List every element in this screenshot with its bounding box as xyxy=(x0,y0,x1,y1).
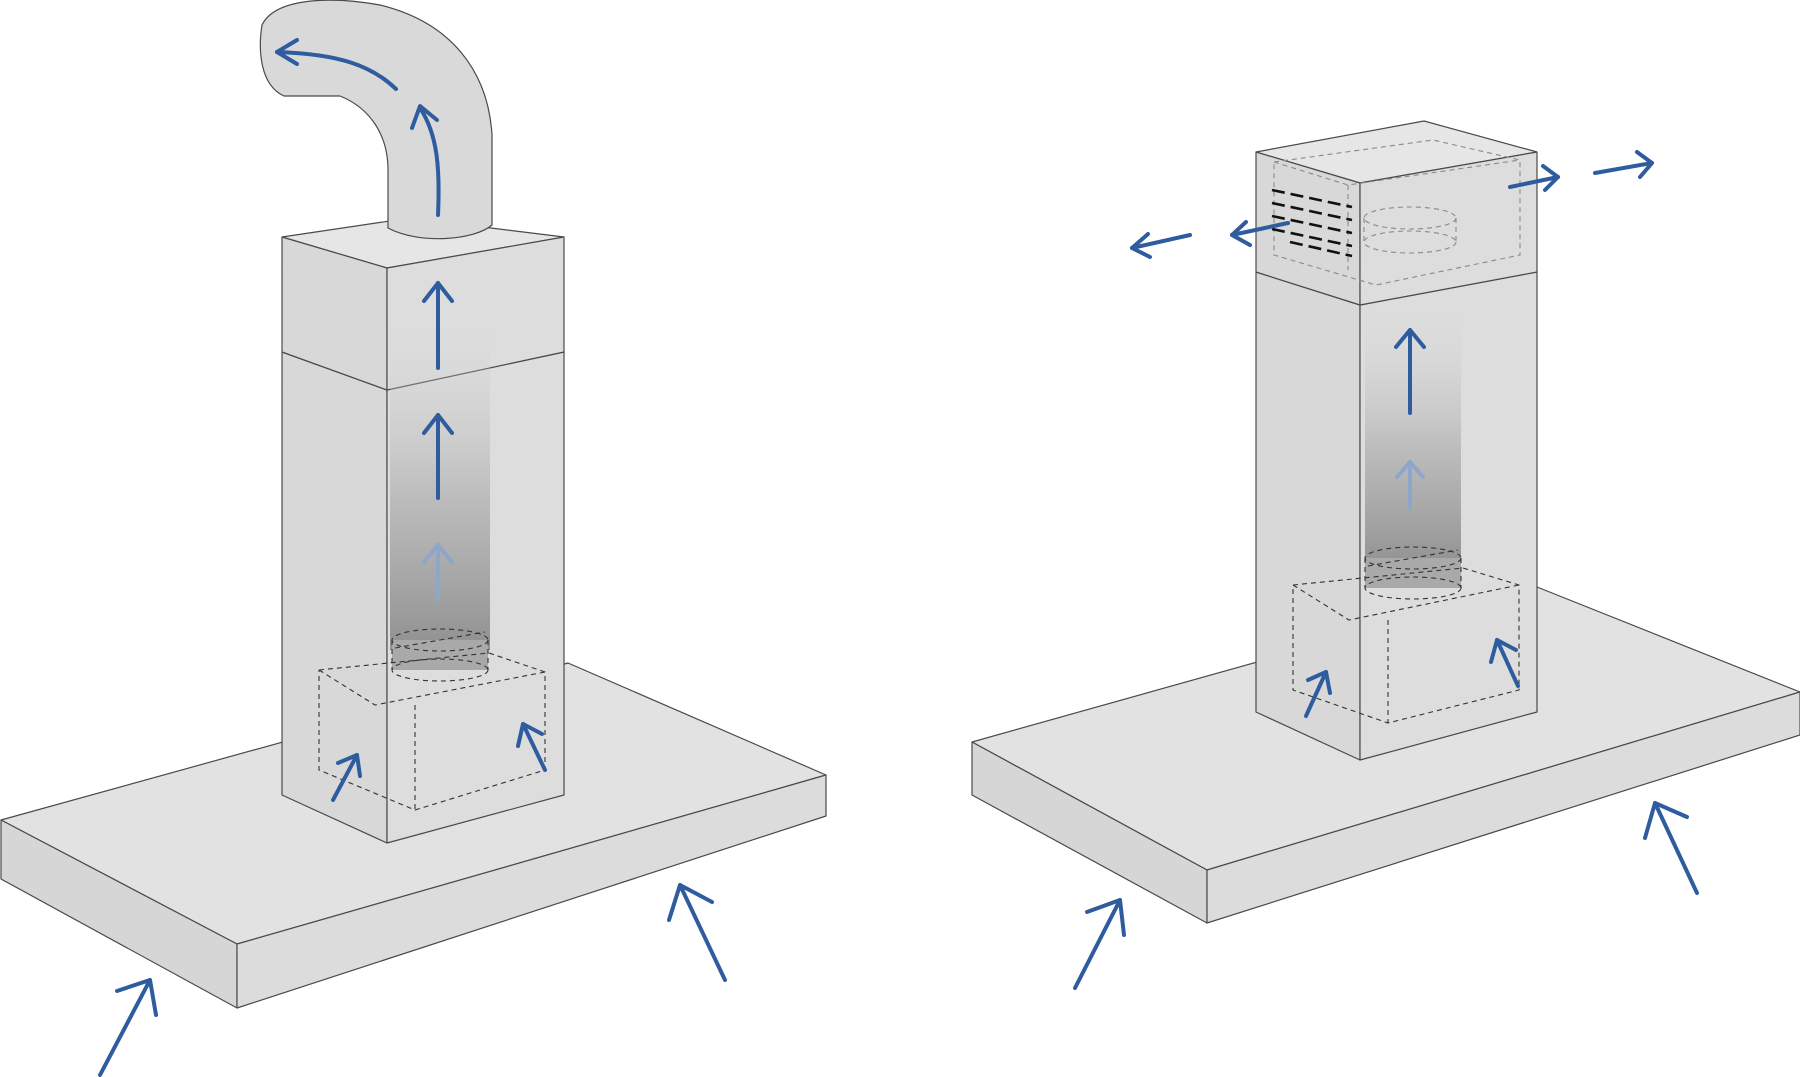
intake-arrow-right-side xyxy=(1643,801,1699,895)
fan-intake-arrow-left-2 xyxy=(516,722,547,772)
intake-arrow-left-front xyxy=(98,978,158,1077)
duct-arrow-rising xyxy=(410,104,441,217)
filter-column-gradient xyxy=(1365,300,1461,570)
vent-slots xyxy=(1271,188,1353,258)
updraft-arrow-lower xyxy=(422,413,454,500)
fan-intake-arrow-right-1 xyxy=(1304,670,1332,718)
updraft-arrow-faded xyxy=(422,543,454,602)
updraft-arrow-faded xyxy=(1395,460,1425,510)
hidden-fan-housing xyxy=(1292,567,1520,724)
exhaust-duct-elbow xyxy=(259,0,493,240)
intake-arrow-right-front xyxy=(1073,898,1126,990)
chimney-lower-left-face xyxy=(1255,271,1361,761)
fan-intake-arrow-left-1 xyxy=(331,753,362,802)
duct-exhaust-arrow xyxy=(275,38,398,91)
exhaust-arrow-right-outer xyxy=(1593,150,1654,179)
exhaust-arrow-left-inner xyxy=(1230,220,1290,247)
intake-arrow-left-side xyxy=(667,883,727,982)
updraft-arrow xyxy=(1394,328,1426,415)
canopy-side-face xyxy=(1206,691,1800,924)
recirculating-hood xyxy=(971,120,1800,924)
exhaust-arrow-right-inner xyxy=(1508,164,1560,192)
chimney-lower-left-face xyxy=(281,351,388,844)
filter-box-right-face xyxy=(1359,151,1538,306)
updraft-arrow-upper xyxy=(422,281,454,370)
fan-intake-arrow-right-2 xyxy=(1489,638,1520,688)
airflow-arrows xyxy=(98,38,1699,1077)
canopy-side-face xyxy=(236,774,827,1009)
ducted-hood xyxy=(0,0,827,1009)
carbon-filter-cylinder xyxy=(1363,206,1457,254)
exhaust-arrow-left-outer xyxy=(1130,232,1192,259)
